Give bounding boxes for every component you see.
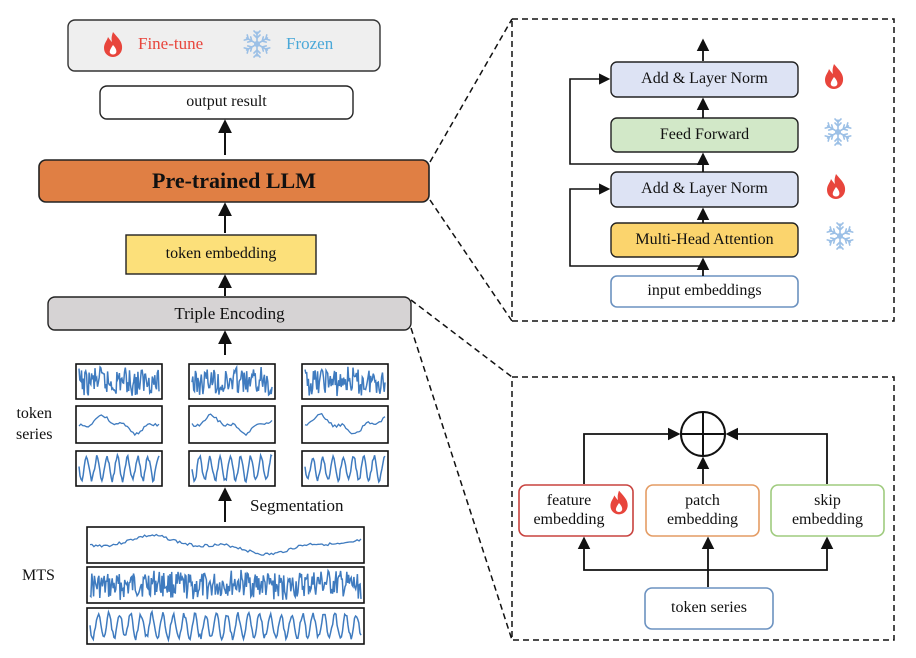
arrow-series-to-skip (708, 536, 834, 571)
segmentation-label: Segmentation (250, 496, 344, 515)
arrow-skip-to-sum (725, 427, 828, 484)
patch-embedding-box (645, 484, 760, 537)
token-series-panel (188, 450, 276, 487)
fire-icon (610, 490, 628, 515)
token-series-panel (75, 405, 163, 444)
mts-signal-periodic (86, 607, 365, 645)
fire-icon (825, 64, 844, 89)
output-result-label: output result (186, 93, 267, 111)
attention-box (610, 222, 799, 258)
triple-encoding-box (47, 296, 412, 331)
token-series-panel (75, 450, 163, 487)
add-norm-bottom-box (610, 171, 799, 208)
feature-embedding-label: feature embedding (533, 492, 605, 528)
attention-label: Multi-Head Attention (635, 230, 774, 248)
mts-signal-noisy (86, 566, 365, 604)
feed-forward-box (610, 117, 799, 153)
arrow-feature-to-sum (583, 427, 681, 484)
transformer-detail-panel (511, 18, 895, 322)
residual-connection-lower (569, 183, 703, 267)
skip-embedding-box (770, 484, 885, 537)
token-series-panel (188, 405, 276, 444)
add-norm-top-box (610, 61, 799, 98)
dashed-connector-triple-bottom (410, 327, 513, 641)
token-series-panel (301, 405, 389, 444)
patch-embedding-label: patch embedding (666, 492, 739, 528)
residual-connection-upper (569, 73, 703, 165)
fire-icon (104, 32, 123, 57)
token-series-side-label: token series (16, 405, 53, 443)
output-result-box (99, 85, 354, 120)
encoding-detail-panel (511, 376, 895, 641)
legend-box (67, 19, 381, 72)
feed-forward-label: Feed Forward (659, 125, 750, 143)
feature-embedding-box (518, 484, 634, 537)
input-embeddings-label: input embeddings (647, 282, 762, 300)
mts-signal-smooth (86, 526, 365, 564)
triple-encoding-label: Triple Encoding (174, 303, 285, 323)
dashed-connector-llm-top (429, 18, 513, 163)
add-norm-bottom-label: Add & Layer Norm (641, 180, 768, 198)
snowflake-icon (243, 30, 271, 58)
pretrained-llm-box (38, 159, 430, 203)
pretrained-llm-label: Pre-trained LLM (152, 168, 316, 194)
token-series-box (644, 587, 774, 630)
dashed-connector-triple-top (410, 299, 513, 378)
token-embedding-box (125, 234, 317, 275)
token-series-panel (301, 363, 389, 400)
mts-label: MTS (22, 567, 55, 584)
token-series-panel (188, 363, 276, 400)
input-embeddings-box (610, 275, 799, 308)
snowflake-icon (824, 118, 852, 146)
token-series-label: token series (671, 599, 747, 617)
dashed-connector-llm-bottom (429, 199, 513, 322)
token-series-panel (75, 363, 163, 400)
arrow-series-to-feature (577, 536, 708, 571)
mts-signal-group (86, 526, 365, 645)
finetune-label: Fine-tune (138, 34, 204, 53)
token-series-panel (301, 450, 389, 487)
fire-icon (827, 174, 846, 199)
token-embedding-label: token embedding (165, 245, 277, 263)
skip-embedding-label: skip embedding (791, 492, 864, 528)
frozen-label: Frozen (286, 34, 334, 53)
add-norm-top-label: Add & Layer Norm (641, 70, 768, 88)
snowflake-icon (826, 222, 854, 250)
token-series-grid (75, 363, 389, 487)
